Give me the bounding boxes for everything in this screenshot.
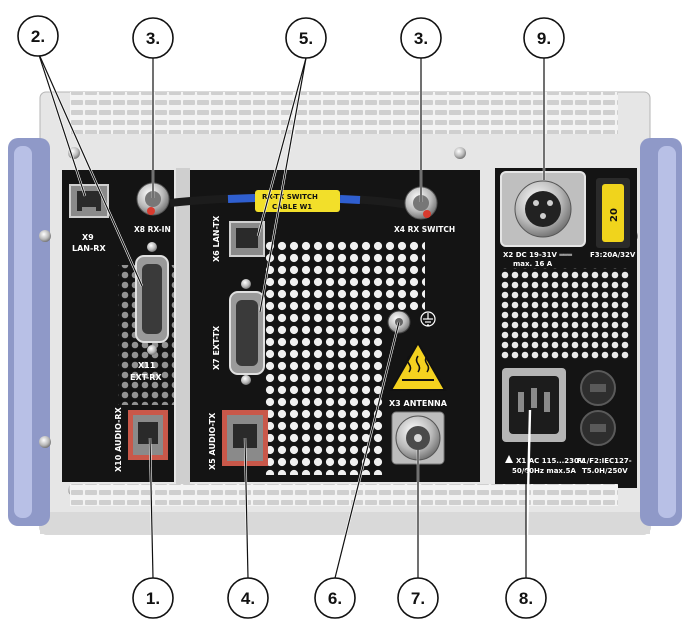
callout-3-right-number: 3.: [414, 29, 428, 48]
x11-ext-rx-connector: [135, 242, 169, 355]
callout-6: 6.: [314, 577, 356, 619]
f1-f2-fuse-holders: [580, 370, 616, 446]
module-divider: [176, 168, 190, 484]
x8-rx-in-connector: [136, 182, 170, 216]
ac-power-inlet-icon: [502, 368, 566, 442]
fuse-rating: F3:20A/32V: [590, 251, 636, 259]
x9-label: X9: [82, 233, 94, 242]
x3-antenna-connector: [391, 411, 445, 465]
callout-9: 9.: [523, 17, 565, 59]
x2-label: X2 DC 19-31V ═══: [503, 251, 573, 259]
x9-lan-rx-port: [69, 184, 109, 218]
hot-surface-warning-icon: [389, 340, 447, 391]
warning-triangle-icon: [505, 455, 513, 463]
callout-2-number: 2.: [31, 27, 45, 46]
x10-audio-rx-port: [128, 410, 168, 460]
callout-4: 4.: [227, 577, 269, 619]
x1-label: X1 AC 115...230V: [516, 457, 585, 465]
f3-fuse: [596, 178, 630, 248]
x1-sub-label: 50/60Hz max.5A: [512, 467, 576, 475]
callout-8: 8.: [505, 577, 547, 619]
x11-label: X11: [138, 361, 156, 370]
callout-7: 7.: [397, 577, 439, 619]
callout-1-number: 1.: [146, 589, 160, 608]
x4-label: X4 RX SWITCH: [394, 225, 455, 234]
x7-ext-tx-connector: [229, 279, 265, 385]
left-handle: [8, 138, 50, 526]
callout-6-number: 6.: [328, 589, 342, 608]
callout-5: 5.: [285, 17, 327, 59]
callout-8-number: 8.: [519, 589, 533, 608]
callout-3-right: 3.: [400, 17, 442, 59]
right-handle: [640, 138, 682, 526]
rx-tx-switch-cable: [169, 190, 409, 212]
cable-sub-label: CABLE W1: [272, 203, 312, 211]
callout-9-number: 9.: [537, 29, 551, 48]
x10-label: X10 AUDIO-RX: [114, 406, 123, 472]
callout-2: 2.: [17, 15, 59, 57]
x3-label: X3 ANTENNA: [389, 399, 448, 408]
x7-label: X7 EXT-TX: [212, 325, 221, 370]
x2-sub-label: max. 16 A: [513, 260, 553, 268]
callout-7-number: 7.: [411, 589, 425, 608]
callout-leader-lines-dark: [37, 51, 545, 579]
callout-1: 1.: [132, 577, 174, 619]
x11-sub-label: EXT-RX: [130, 373, 162, 382]
x2-dc-input-connector: [500, 171, 586, 247]
x6-label: X6 LAN-TX: [212, 215, 221, 262]
x5-label: X5 AUDIO-TX: [208, 412, 217, 470]
f1f2-label: F1/F2:IEC127-: [577, 457, 632, 465]
x9-sub-label: LAN-RX: [72, 244, 106, 253]
ground-symbol-icon: [420, 311, 436, 327]
fuse-value: 20: [609, 208, 620, 222]
bottom-vent-slots: [70, 484, 618, 506]
x8-label: X8 RX-IN: [134, 225, 171, 234]
callout-4-number: 4.: [241, 589, 255, 608]
x6-lan-tx-port: [229, 221, 265, 257]
callout-5-number: 5.: [299, 29, 313, 48]
callout-3-left: 3.: [132, 17, 174, 59]
cable-label: RX-TX SWITCH: [262, 193, 318, 201]
f1f2-sub-label: T5.0H/250V: [582, 467, 628, 475]
callout-3-left-number: 3.: [146, 29, 160, 48]
